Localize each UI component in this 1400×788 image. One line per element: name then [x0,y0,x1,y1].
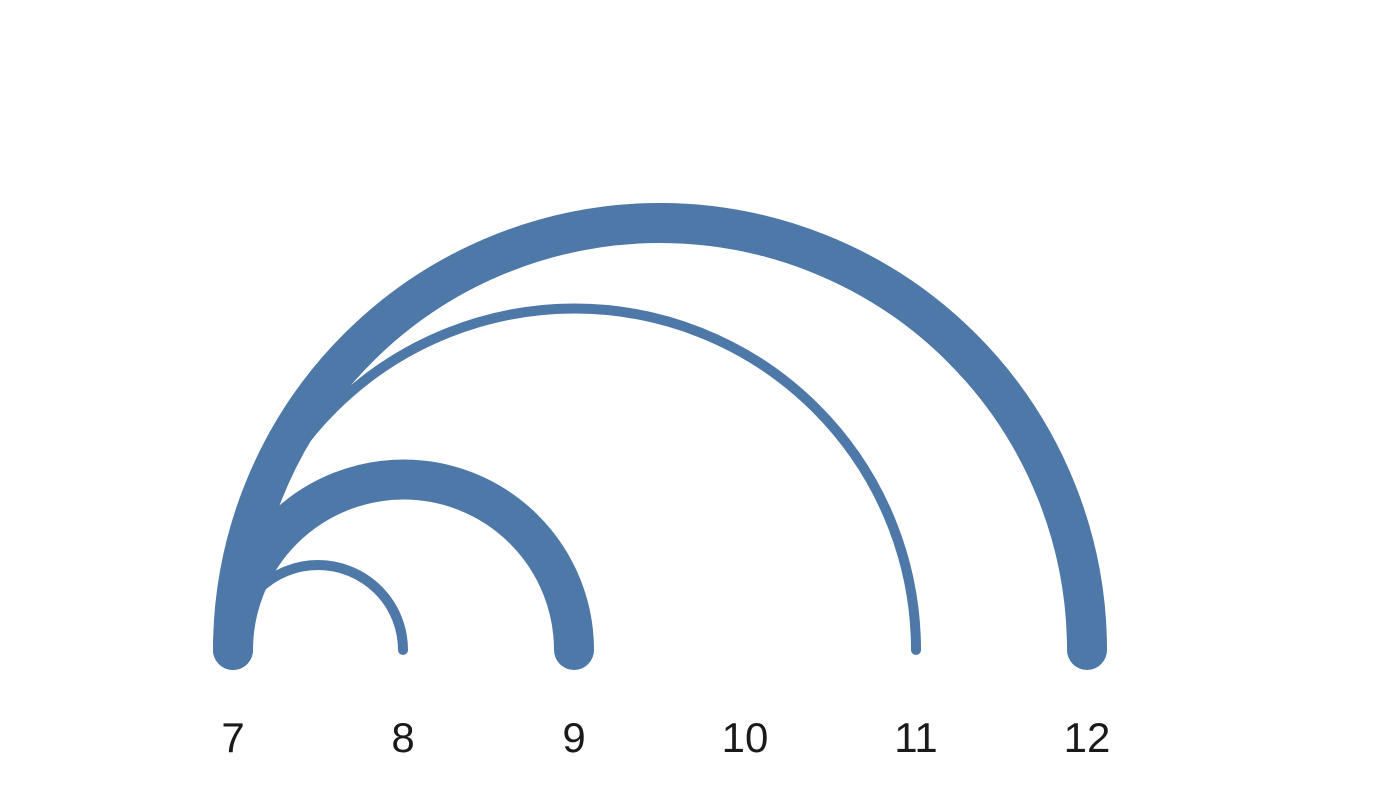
arc-link-7-12 [213,203,1107,670]
tick-label-7: 7 [221,714,244,761]
links-layer [213,203,1107,670]
tick-labels: 7 8 9 10 11 12 [221,714,1110,761]
tick-label-12: 12 [1064,714,1111,761]
tick-label-9: 9 [562,714,585,761]
tick-label-11: 11 [894,714,938,761]
tick-label-10: 10 [722,714,769,761]
tick-label-8: 8 [391,714,414,761]
